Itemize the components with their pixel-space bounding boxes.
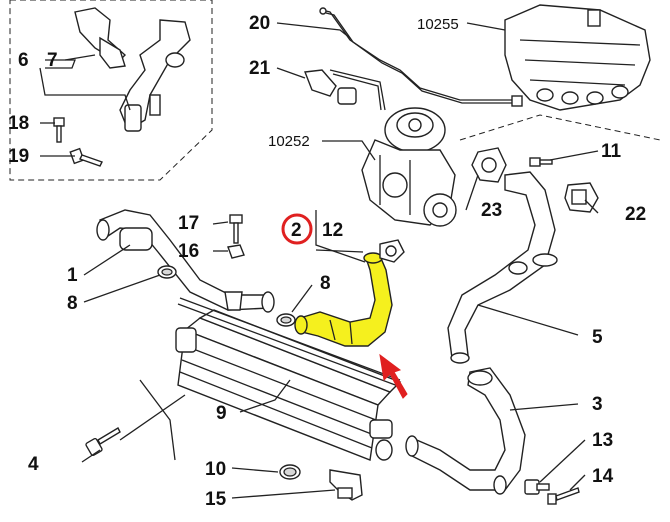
label-10255: 10255 xyxy=(417,16,459,33)
label-23: 23 xyxy=(481,200,502,221)
label-3: 3 xyxy=(592,394,603,415)
hose-3 xyxy=(405,367,526,495)
label-18: 18 xyxy=(8,113,29,134)
label-4: 4 xyxy=(28,454,39,475)
label-20: 20 xyxy=(249,13,270,34)
gasket-23 xyxy=(471,147,507,183)
sensor-21 xyxy=(304,69,357,105)
label-17: 17 xyxy=(178,213,199,234)
clamp-8-right xyxy=(276,313,296,327)
label-7: 7 xyxy=(47,50,58,71)
label-9: 9 xyxy=(216,403,227,424)
turbocharger xyxy=(361,107,457,227)
leader-lines xyxy=(39,22,599,499)
bracket-assembly xyxy=(74,7,191,132)
bolt-19 xyxy=(69,147,103,167)
washer-16 xyxy=(227,244,245,259)
highlight-arrow xyxy=(379,353,408,399)
bolt-13 xyxy=(524,479,550,495)
label-16: 16 xyxy=(178,241,199,262)
label-6: 6 xyxy=(18,50,29,71)
label-21: 21 xyxy=(249,58,271,79)
label-13: 13 xyxy=(592,430,613,451)
label-19: 19 xyxy=(8,146,29,167)
label-15: 15 xyxy=(205,489,227,510)
bracket-15 xyxy=(329,469,363,501)
bolt-4 xyxy=(85,427,121,457)
intake-manifold xyxy=(504,4,651,111)
hose-2-highlighted xyxy=(294,252,393,347)
hose-2-body xyxy=(299,255,393,347)
label-12: 12 xyxy=(322,220,343,241)
label-1: 1 xyxy=(67,265,78,286)
label-2: 2 xyxy=(291,220,302,241)
pipe-20 xyxy=(319,7,523,111)
label-22: 22 xyxy=(625,204,646,225)
inset-frame-manifold xyxy=(459,114,661,141)
label-5: 5 xyxy=(592,327,603,348)
highlight-circle xyxy=(281,213,313,245)
hose-5 xyxy=(447,171,558,364)
label-11: 11 xyxy=(601,141,622,162)
label-8-left: 8 xyxy=(67,293,78,314)
label-10252: 10252 xyxy=(268,133,310,150)
bolt-14 xyxy=(547,487,580,505)
screw-11 xyxy=(529,157,553,167)
pipe-1 xyxy=(96,209,275,313)
inset-frame-bracket xyxy=(9,0,213,181)
bolt-18 xyxy=(53,117,65,143)
label-8-right: 8 xyxy=(320,273,331,294)
label-14: 14 xyxy=(592,466,614,487)
clamp-8-left xyxy=(157,265,177,279)
gasket-12 xyxy=(379,239,405,263)
bolt-17 xyxy=(229,214,243,244)
label-10: 10 xyxy=(205,459,226,480)
clamp-10 xyxy=(279,464,301,480)
